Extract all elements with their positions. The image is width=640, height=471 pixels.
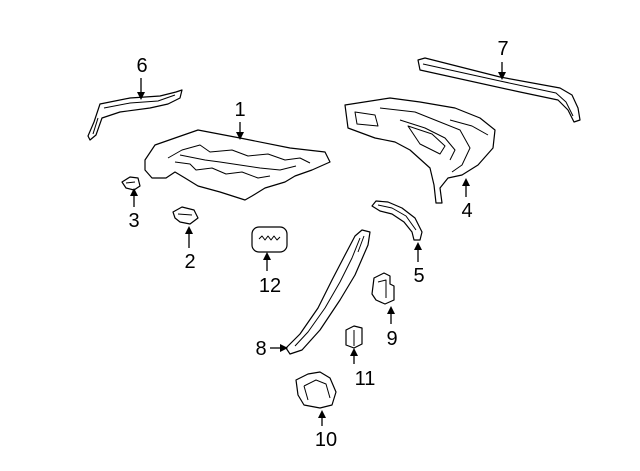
callout-12: 12	[259, 275, 281, 297]
callout-1: 1	[234, 99, 245, 121]
part-5-curved-trim	[371, 200, 423, 241]
part-10-pocket	[295, 371, 337, 409]
part-8-pillar-trim	[285, 229, 371, 355]
callout-6: 6	[136, 55, 147, 77]
callout-2: 2	[184, 251, 195, 273]
leader-lines	[130, 62, 506, 426]
callout-labels: 6 1 7 3 2 12 4 5 9 8 11 10	[128, 38, 508, 451]
callout-11: 11	[355, 368, 376, 390]
part-6-bracket	[87, 89, 183, 141]
callout-10: 10	[315, 429, 337, 451]
callout-8: 8	[255, 338, 266, 360]
part-4-quarter-panel	[344, 97, 496, 204]
callout-7: 7	[497, 38, 508, 60]
callout-5: 5	[413, 265, 424, 287]
part-7-molding	[417, 57, 581, 123]
part-2-clip	[172, 206, 199, 225]
callout-3: 3	[128, 210, 139, 232]
part-3-clip	[121, 176, 141, 191]
part-11-block	[345, 325, 363, 349]
callout-9: 9	[386, 328, 397, 350]
part-9-bracket	[371, 272, 395, 305]
part-12-badge	[251, 226, 288, 253]
part-1-shelf-panel	[144, 129, 331, 201]
callout-4: 4	[461, 200, 472, 222]
